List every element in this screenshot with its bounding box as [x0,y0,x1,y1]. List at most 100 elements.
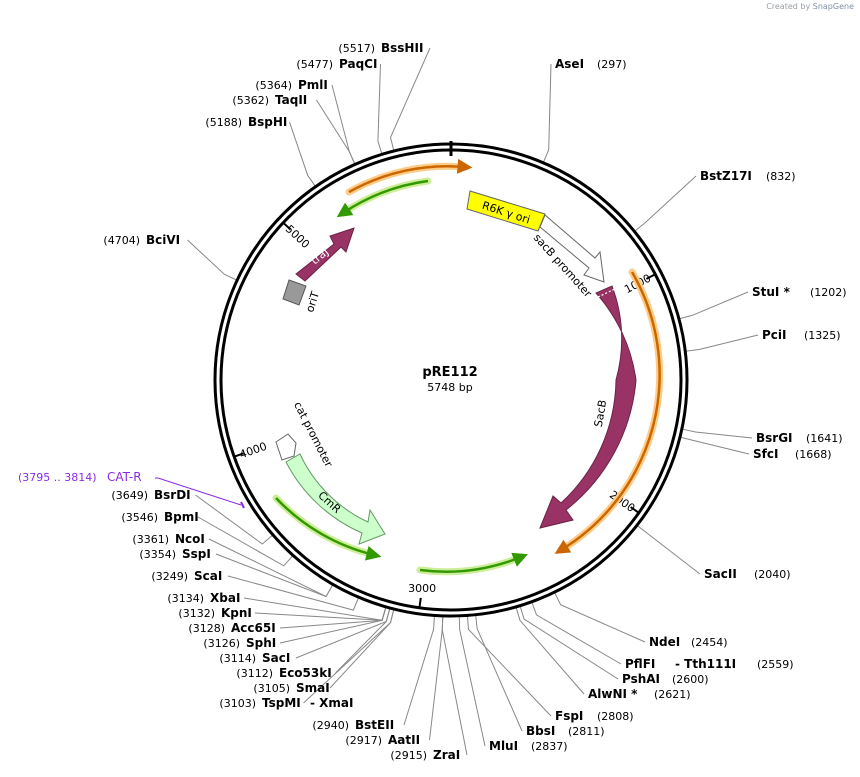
enzyme-name: SfcI [753,447,778,461]
enzyme-site: MluI(2837) [489,739,568,753]
enzyme-site: (3361) NcoI [132,532,204,546]
enzyme-line-ndei [554,591,646,643]
tick-mark-3000 [418,597,422,608]
sacb-feature [539,285,637,529]
enzyme-line-pmli [331,84,356,165]
orit-label: oriT [303,290,322,314]
enzyme-name: SphI [246,636,276,650]
enzyme-position: (5188) [205,116,242,129]
enzyme-site: (5188)BspHI [205,115,287,129]
tick-mark-4000 [233,452,244,458]
enzyme-name: KpnI [221,606,252,620]
enzyme-name: BpmI [164,510,199,524]
enzyme-site: PshAI(2600) [622,672,709,686]
enzyme-line-paqci [377,63,383,155]
enzyme-site: StuI *(1202) [752,285,847,299]
enzyme-line-stui- [678,291,749,320]
tick-label-4000: 4000 [238,440,269,462]
enzyme-name-extra: - XmaI [310,696,353,710]
enzyme-site: (3249)ScaI [151,569,222,583]
enzyme-name: SspI [182,547,211,561]
orf-bottom-green [419,552,528,573]
enzyme-line-bsrgi [681,428,753,439]
enzyme-position: (2600) [672,673,709,686]
enzyme-name: PflFI [625,657,655,671]
enzyme-line-asei [542,63,552,163]
enzyme-position: (1641) [806,432,843,445]
enzyme-position: (1668) [795,448,832,461]
enzyme-name: FspI [555,709,583,723]
tick-mark-5000 [282,221,292,231]
snapgene-credit: Created by SnapGene [766,2,854,11]
enzyme-line-pshai [519,605,619,680]
enzyme-line-smai [329,608,395,689]
enzyme-position: (2559) [757,658,794,671]
enzyme-position: (3126) [203,637,240,650]
tick-label-5000: 5000 [283,222,312,251]
enzyme-line-bbsi [475,614,523,732]
enzyme-site: AlwNI *(2621) [588,687,691,701]
enzyme-name: BsrGI [756,431,793,445]
enzyme-line-bsteii [403,615,436,726]
enzyme-position: (2940) [312,719,349,732]
plasmid-name: pRE112 [422,365,477,380]
cat-promoter-feature [275,433,297,461]
enzyme-position: (3128) [188,622,225,635]
enzyme-position: (297) [597,58,627,71]
enzyme-position: (5517) [338,42,375,55]
enzyme-position: (5477) [296,58,333,71]
r6k-ori-feature [466,190,546,232]
enzyme-name: ZraI [433,748,460,762]
enzyme-line-bsrdi [195,494,274,545]
backbone-inner [219,148,683,612]
enzyme-name: PciI [762,328,787,342]
enzyme-line-alwni- [515,606,585,695]
snapgene-logo-text: SnapGene [812,2,854,11]
enzyme-line-sfci [679,436,750,455]
tick-mark-1000 [645,273,656,280]
enzyme-position: (1325) [804,329,841,342]
enzyme-position: (5364) [255,79,292,92]
cmr-feature [285,453,386,545]
enzyme-position: (2454) [691,636,728,649]
enzyme-name: BstEII [355,718,394,732]
enzyme-site: SacII(2040) [704,567,791,581]
enzyme-name: StuI * [752,285,791,299]
enzyme-site: (4704)BciVI [103,233,180,247]
enzyme-position: (3354) [139,548,176,561]
enzyme-line-fspi [466,615,552,717]
enzyme-site: NdeI(2454) [649,635,728,649]
plasmid-length: 5748 bp [427,381,472,394]
primer-leader [155,477,242,506]
enzyme-position: (3114) [219,652,256,665]
enzyme-position: (2808) [597,710,634,723]
enzyme-line-bsshii [389,47,431,152]
enzyme-site: PflFI - Tth111I (2559) [625,657,794,671]
enzyme-site: (3105) SmaI [253,681,329,695]
enzyme-position: (2915) [390,749,427,762]
enzyme-site: BstZ17I(832) [700,169,796,183]
enzyme-leader-lines [187,47,759,756]
enzyme-site: (3354) SspI [139,547,210,561]
enzyme-position: (3112) [236,667,273,680]
enzyme-line-ncoi [208,538,334,598]
tick-mark-2000 [630,506,640,514]
enzyme-name: AatII [388,733,420,747]
enzyme-name-extra: - Tth111I [675,657,736,671]
enzyme-site: (3112)Eco53kI [236,666,331,680]
enzyme-position: (3361) [132,533,169,546]
enzyme-site: SfcI (1668) [753,447,832,461]
enzyme-line-zrai [441,615,468,756]
enzyme-line-bstz17i [634,175,697,232]
enzyme-name: SmaI [296,681,330,695]
enzyme-line-kpni [254,606,387,621]
enzyme-position: (3546) [121,511,158,524]
enzyme-line-pcii [685,334,759,352]
enzyme-site: AseI(297) [555,57,627,71]
enzyme-position: (3105) [253,682,290,695]
enzyme-name: SacII [704,567,737,581]
enzyme-site: (5364)PmlI [255,78,327,92]
enzyme-name: NcoI [175,532,205,546]
enzyme-position: (3103) [219,697,256,710]
